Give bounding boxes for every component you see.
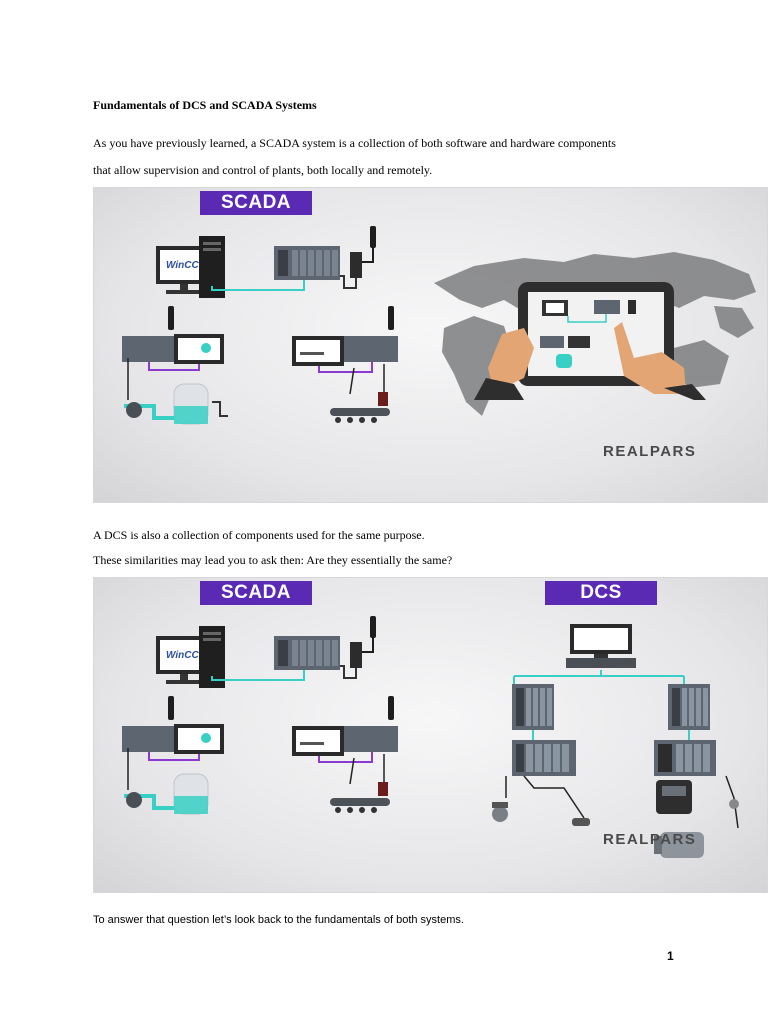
dcs-tag: DCS xyxy=(545,581,657,605)
scada-dcs-figure: WinCC xyxy=(93,577,768,893)
wincc-label-2: WinCC xyxy=(166,650,199,661)
realpars-logo: REALPARS xyxy=(603,443,697,460)
conveyor-sensor-icon-2 xyxy=(330,754,390,813)
scada-dcs-illustration: WinCC xyxy=(122,616,739,858)
dcs-controller-left-icon xyxy=(512,684,554,730)
paragraph-3: A DCS is also a collection of components… xyxy=(93,528,425,542)
scada-tag: SCADA xyxy=(200,191,312,215)
scada-pc-icon-2 xyxy=(156,626,225,688)
wincc-label: WinCC xyxy=(166,260,199,271)
scada-pc-icon xyxy=(156,236,225,298)
plc-rack-icon xyxy=(274,246,340,280)
local-station-icon-2 xyxy=(122,696,224,761)
dcs-io-right-icon xyxy=(654,740,716,776)
paragraph-4: These similarities may lead you to ask t… xyxy=(93,553,453,567)
scada-tag-2: SCADA xyxy=(200,581,312,605)
hands-icon xyxy=(488,322,686,394)
remote-station-icon-2 xyxy=(292,696,398,763)
remote-station-icon xyxy=(292,306,398,373)
tank-pump-icon xyxy=(124,358,228,425)
paragraph-1: As you have previously learned, a SCADA … xyxy=(93,136,616,150)
scada-illustration: WinCC xyxy=(122,226,756,425)
tank-pump-icon-2 xyxy=(124,748,209,815)
scada-figure: WinCC xyxy=(93,187,768,503)
dcs-field-devices-icon xyxy=(492,775,739,858)
dcs-controller-right-icon xyxy=(668,684,710,730)
realpars-logo-2: REALPARS xyxy=(603,831,697,848)
conveyor-sensor-icon xyxy=(330,364,390,423)
rtu-antenna-icon xyxy=(350,226,376,278)
local-station-icon xyxy=(122,306,224,371)
paragraph-2: that allow supervision and control of pl… xyxy=(93,163,433,177)
dcs-operator-station-icon xyxy=(566,624,636,668)
page-number: 1 xyxy=(667,949,674,963)
plc-rack-icon-2 xyxy=(274,636,340,670)
paragraph-5: To answer that question let’s look back … xyxy=(93,914,464,926)
document-title: Fundamentals of DCS and SCADA Systems xyxy=(93,98,317,112)
rtu-antenna-icon-2 xyxy=(350,616,376,668)
dcs-io-left-icon xyxy=(512,740,576,776)
